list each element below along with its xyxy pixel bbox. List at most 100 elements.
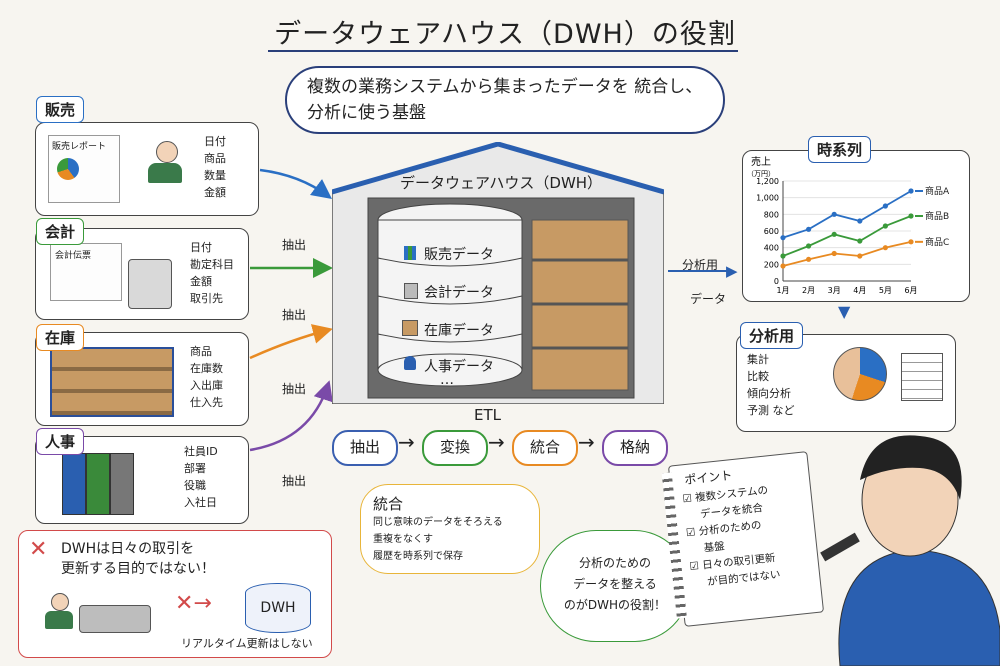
- warehouse-building: [332, 142, 664, 404]
- cashier-person-icon: [148, 141, 184, 185]
- chart-series-line: [782, 190, 912, 239]
- extract-label-2: 抽出: [282, 308, 307, 322]
- role-note-line-1: 分析のための: [578, 556, 651, 570]
- register-icon: [79, 605, 151, 633]
- analysis-card: 集計 比較 傾向分析 予測 など: [736, 334, 956, 432]
- integration-note: 統合 同じ意味のデータをそろえる 重複をなくす 履歴を時系列で保存: [360, 484, 540, 574]
- clerk-icon: [45, 593, 75, 631]
- tag-sales: 販売: [36, 96, 85, 123]
- chart-ytick-label: 800: [764, 210, 779, 219]
- calculator-icon: [128, 259, 172, 309]
- integration-note-item: 同じ意味のデータをそろえる: [373, 517, 503, 528]
- chart-point: [857, 253, 863, 259]
- chart-ytick-label: 200: [764, 260, 779, 269]
- accounting-item: 取引先: [190, 292, 223, 305]
- down-arrow-icon: ▼: [838, 302, 851, 321]
- blocked-arrow-icon: ✕→: [175, 591, 212, 616]
- hr-item: 社員ID: [184, 445, 218, 458]
- extract-label-4: 抽出: [282, 474, 307, 488]
- integration-note-item: 履歴を時系列で保存: [373, 551, 463, 562]
- tag-inventory: 在庫: [36, 324, 85, 351]
- warning-line-2: 更新する目的ではない！: [61, 561, 215, 577]
- pie-chart-icon: [833, 347, 887, 401]
- chart-legend-label: 商品C: [925, 236, 949, 248]
- inventory-item: 商品: [190, 345, 212, 358]
- layer-accounting: 会計データ: [424, 285, 494, 301]
- chart-point: [806, 256, 812, 262]
- etl-step-extract: 抽出: [332, 430, 398, 466]
- integration-note-items: 同じ意味のデータをそろえる 重複をなくす 履歴を時系列で保存: [373, 514, 527, 565]
- points-title: ポイント: [683, 468, 733, 488]
- arrow-sales: [259, 168, 333, 199]
- binder-green-icon: [86, 453, 110, 515]
- chart-point: [831, 250, 837, 257]
- layer-sales: 販売データ: [424, 247, 494, 263]
- inventory-item: 在庫数: [190, 362, 223, 375]
- output-label-1: 分析用: [682, 258, 719, 272]
- extract-label-1: 抽出: [282, 238, 307, 252]
- hr-item: 部署: [184, 462, 206, 475]
- chart-point: [882, 245, 888, 251]
- points-items: ☑ 複数システムの データを統合 ☑ 分析のための 基盤 ☑ 日々の取引更新 が…: [682, 482, 782, 593]
- hr-items: 社員ID 部署 役職 入社日: [184, 443, 218, 511]
- chart-legend-label: 商品A: [925, 185, 950, 197]
- table-icon: [901, 353, 943, 401]
- chart-xtick-label: 2月: [802, 286, 815, 295]
- warning-box: ✕ DWHは日々の取引を 更新する目的ではない！ ✕→ DWH リアルタイム更新…: [18, 530, 332, 658]
- box-icon: [402, 320, 418, 336]
- layer-hr: 人事データ: [424, 359, 494, 375]
- inventory-item: 入出庫: [190, 379, 223, 392]
- layer-more: …: [440, 372, 454, 388]
- tag-timeseries: 時系列: [808, 136, 872, 163]
- chart-point: [908, 188, 914, 194]
- layer-inventory: 在庫データ: [424, 323, 494, 339]
- chart-point: [780, 263, 786, 269]
- source-card-sales: 販売レポート 日付 商品 数量 金額: [35, 122, 259, 216]
- chart-xtick-label: 6月: [904, 286, 917, 295]
- binder-gray-icon: [110, 453, 134, 515]
- chart-series-line: [782, 215, 912, 257]
- dwh-cylinder-small: DWH: [245, 583, 311, 633]
- chart-xtick-label: 5月: [879, 286, 892, 295]
- accounting-item: 金額: [190, 275, 212, 288]
- checkbox-icon: ☑: [685, 526, 697, 540]
- warning-line-1: DWHは日々の取引を: [61, 541, 195, 557]
- inventory-item: 仕入先: [190, 396, 223, 409]
- chart-point: [780, 253, 786, 259]
- person-writing-illustration: [820, 435, 1000, 666]
- analysis-item: 比較: [747, 370, 769, 383]
- chart-xtick-label: 1月: [776, 286, 789, 295]
- sales-item: 商品: [204, 152, 226, 165]
- page-title: データウェアハウス（DWH）の役割: [274, 19, 736, 50]
- role-note-bubble: 分析のための データを整える のがDWHの役割！: [540, 530, 690, 642]
- sales-item: 日付: [204, 135, 226, 148]
- extract-arrows: [249, 168, 333, 452]
- person-icon: [404, 356, 416, 370]
- extract-label-3: 抽出: [282, 382, 307, 396]
- summary-line-1: 複数の業務システムから集まったデータを 統合し、: [307, 77, 703, 97]
- etl-arrow-icon: →: [488, 430, 505, 454]
- tag-analysis: 分析用: [740, 322, 804, 349]
- chart-ylabel: 売上: [751, 155, 771, 168]
- chart-yunit: （万円）: [747, 170, 775, 178]
- arrow-hr: [249, 380, 333, 452]
- role-note-line-3: のがDWHの役割！: [563, 598, 667, 612]
- tag-hr: 人事: [36, 428, 85, 455]
- chart-point: [908, 239, 914, 245]
- tag-accounting: 会計: [36, 218, 85, 245]
- chart-series-line: [782, 240, 912, 267]
- warehouse-label: データウェアハウス（DWH）: [400, 174, 603, 192]
- analysis-item: 予測 など: [747, 404, 795, 417]
- chart-xtick-label: 4月: [853, 286, 866, 295]
- bar-chart-icon: [404, 246, 416, 260]
- sales-report-doc: 販売レポート: [48, 135, 120, 203]
- chart-ytick-label: 600: [764, 227, 779, 236]
- output-arrow-line: [668, 270, 732, 272]
- source-card-accounting: 会計伝票 日付 勘定科目 金額 取引先: [35, 228, 249, 320]
- binder-blue-icon: [62, 453, 86, 515]
- sales-item: 金額: [204, 186, 226, 199]
- etl-label: ETL: [474, 406, 501, 424]
- accounting-slip-doc-label: 会計伝票: [55, 251, 92, 261]
- etl-arrow-icon: →: [398, 430, 415, 454]
